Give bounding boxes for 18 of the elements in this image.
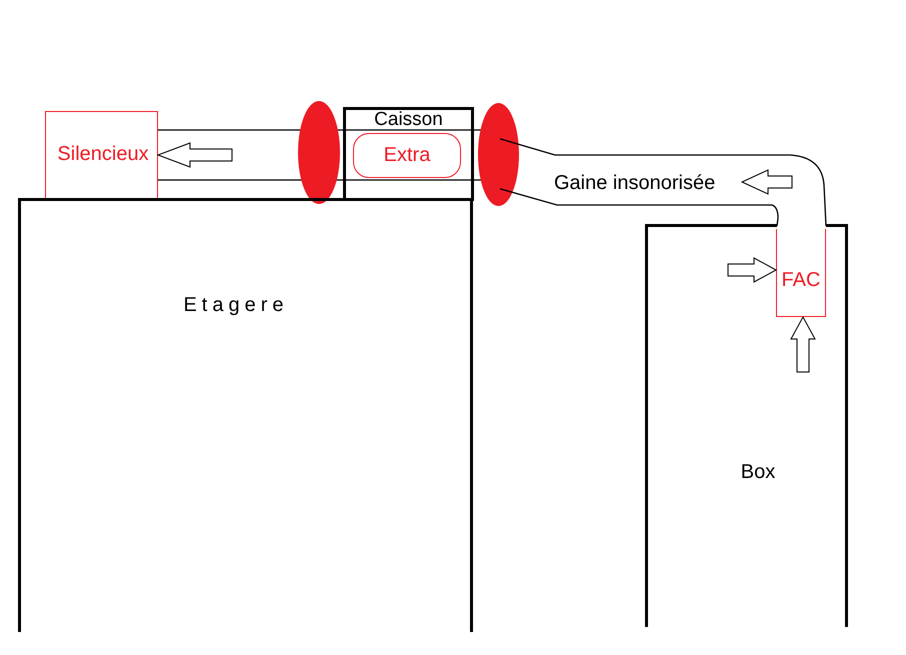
node-label: Caisson — [373, 110, 444, 129]
rounded-box — [353, 133, 461, 178]
shelf-outline — [18, 198, 473, 632]
node-label: Etagere — [182, 294, 290, 316]
hollow-arrow — [790, 316, 816, 372]
hollow-arrow — [728, 257, 778, 283]
node-label: Silencieux — [56, 143, 150, 165]
node-label: Gaine insonorisée — [554, 172, 716, 194]
seal-ellipse — [478, 103, 519, 206]
hollow-arrow — [156, 142, 232, 168]
cabinet-outline — [645, 224, 848, 627]
node-label: Box — [740, 461, 776, 483]
intake-box — [776, 229, 826, 317]
node-label: Extra — [382, 144, 432, 166]
housing-box — [343, 107, 474, 201]
seal-ellipse — [298, 101, 340, 204]
silencer-box — [45, 111, 158, 200]
node-label: FAC — [780, 269, 822, 291]
